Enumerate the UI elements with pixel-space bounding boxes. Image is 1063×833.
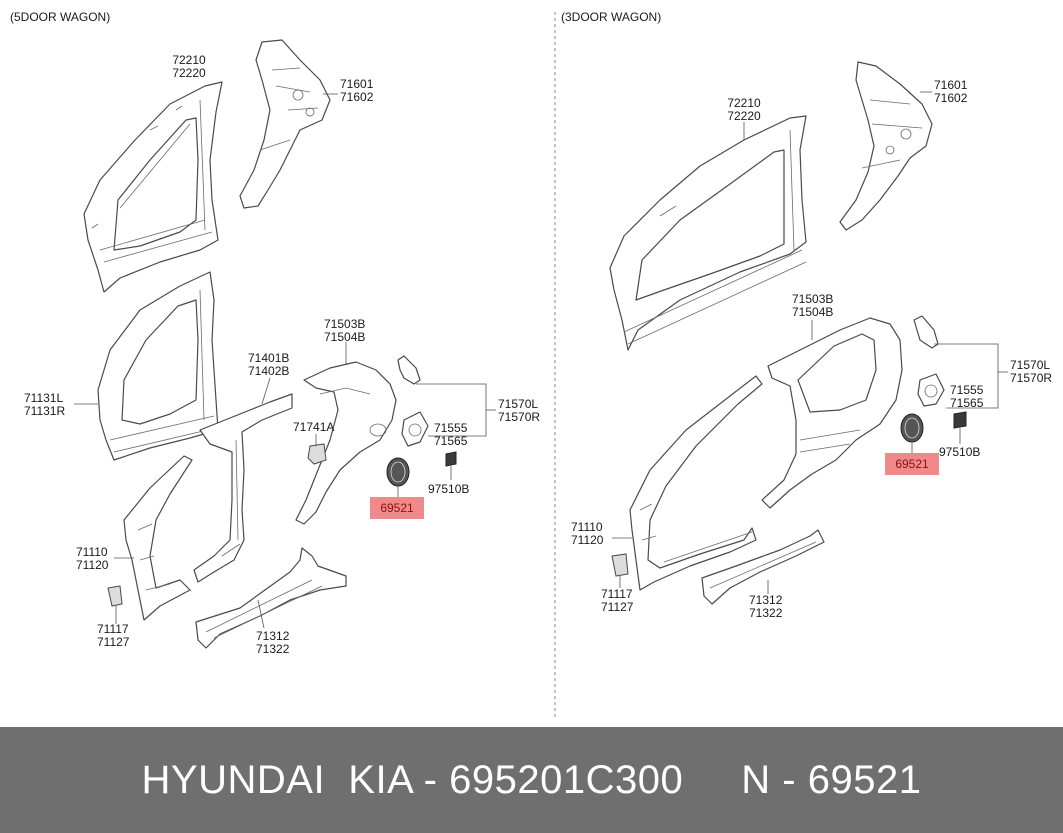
part-number-footer: HYUNDAI KIA - 695201C300 N - 69521 — [0, 727, 1063, 833]
label-71120-right[interactable]: 71120 — [571, 533, 604, 547]
label-71570L-left[interactable]: 71570L — [498, 397, 538, 411]
label-71117-left[interactable]: 71117 — [97, 622, 129, 636]
part-72210-right[interactable] — [609, 115, 807, 351]
label-69521-right[interactable]: 69521 — [895, 457, 929, 471]
label-71555-left[interactable]: 71555 — [434, 421, 468, 435]
label-71503B-right[interactable]: 71503B — [792, 292, 833, 306]
label-71402B-left[interactable]: 71402B — [248, 364, 289, 378]
label-71601-right[interactable]: 71601 — [934, 78, 968, 92]
left-labels: 72210 72220 71601 71602 71131L 71131R 71… — [24, 53, 540, 656]
highlight-box-69521-right — [885, 453, 939, 475]
label-71570R-right[interactable]: 71570R — [1010, 371, 1052, 385]
right-labels: 72210 72220 71601 71602 71503B 71504B 71… — [571, 78, 1052, 620]
part-71741A-left[interactable] — [307, 443, 327, 465]
label-71131L-left[interactable]: 71131L — [24, 391, 63, 405]
label-71602-left[interactable]: 71602 — [340, 90, 374, 104]
part-71312-left[interactable] — [195, 547, 347, 649]
parts-diagram: (5DOOR WAGON) (3DOOR WAGON) — [10, 10, 1052, 720]
part-71117-right[interactable] — [611, 553, 629, 577]
part-71503B-right[interactable] — [761, 317, 903, 509]
highlight-box-69521-left — [370, 497, 424, 519]
label-71110-right[interactable]: 71110 — [571, 520, 603, 534]
label-71322-right[interactable]: 71322 — [749, 606, 783, 620]
part-71110-right[interactable] — [629, 375, 763, 591]
label-71602-right[interactable]: 71602 — [934, 91, 968, 105]
part-71555-right[interactable] — [917, 373, 945, 407]
part-71555-left[interactable] — [401, 411, 429, 447]
label-71312-left[interactable]: 71312 — [256, 629, 290, 643]
label-71110-left[interactable]: 71110 — [76, 545, 108, 559]
label-72220-left[interactable]: 72220 — [172, 66, 206, 80]
label-72220-right[interactable]: 72220 — [727, 109, 761, 123]
part-71401B-left[interactable] — [193, 393, 293, 583]
label-71601-left[interactable]: 71601 — [340, 77, 374, 91]
label-71570R-left[interactable]: 71570R — [498, 410, 540, 424]
part-71110-left[interactable] — [123, 455, 193, 621]
part-71570-right[interactable] — [913, 315, 939, 349]
part-71503B-left[interactable] — [295, 361, 397, 525]
part-71601-left[interactable] — [239, 39, 331, 209]
label-71312-right[interactable]: 71312 — [749, 593, 783, 607]
label-71120-left[interactable]: 71120 — [76, 558, 109, 572]
label-71117-right[interactable]: 71117 — [601, 587, 633, 601]
part-97510B-right[interactable] — [953, 411, 967, 429]
part-69521-right[interactable] — [900, 413, 924, 443]
label-71741A-left[interactable]: 71741A — [293, 420, 334, 434]
label-69521-left[interactable]: 69521 — [380, 501, 414, 515]
label-71127-left[interactable]: 71127 — [97, 635, 130, 649]
label-71555-right[interactable]: 71555 — [950, 383, 984, 397]
part-71312-right[interactable] — [701, 529, 825, 605]
label-71504B-left[interactable]: 71504B — [324, 330, 365, 344]
label-71565-right[interactable]: 71565 — [950, 396, 984, 410]
left-parts-group — [74, 39, 496, 649]
part-97510B-left[interactable] — [445, 451, 457, 467]
part-72210-left[interactable] — [83, 81, 223, 293]
label-71131R-left[interactable]: 71131R — [24, 404, 65, 418]
label-71565-left[interactable]: 71565 — [434, 434, 468, 448]
label-71503B-left[interactable]: 71503B — [324, 317, 365, 331]
section-title-5door: (5DOOR WAGON) — [10, 10, 110, 24]
label-72210-left[interactable]: 72210 — [172, 53, 206, 67]
label-97510B-right[interactable]: 97510B — [939, 445, 980, 459]
section-title-3door: (3DOOR WAGON) — [561, 10, 661, 24]
part-71570-left[interactable] — [397, 355, 421, 385]
part-71601-right[interactable] — [839, 61, 933, 231]
label-71570L-right[interactable]: 71570L — [1010, 358, 1050, 372]
label-71504B-right[interactable]: 71504B — [792, 305, 833, 319]
label-71127-right[interactable]: 71127 — [601, 600, 634, 614]
part-71117-left[interactable] — [107, 585, 123, 607]
part-71131-left[interactable] — [97, 271, 219, 461]
label-72210-right[interactable]: 72210 — [727, 96, 761, 110]
part-69521-left[interactable] — [386, 457, 410, 487]
right-parts-group — [609, 61, 1008, 605]
label-71401B-left[interactable]: 71401B — [248, 351, 289, 365]
label-71322-left[interactable]: 71322 — [256, 642, 290, 656]
label-97510B-left[interactable]: 97510B — [428, 482, 469, 496]
